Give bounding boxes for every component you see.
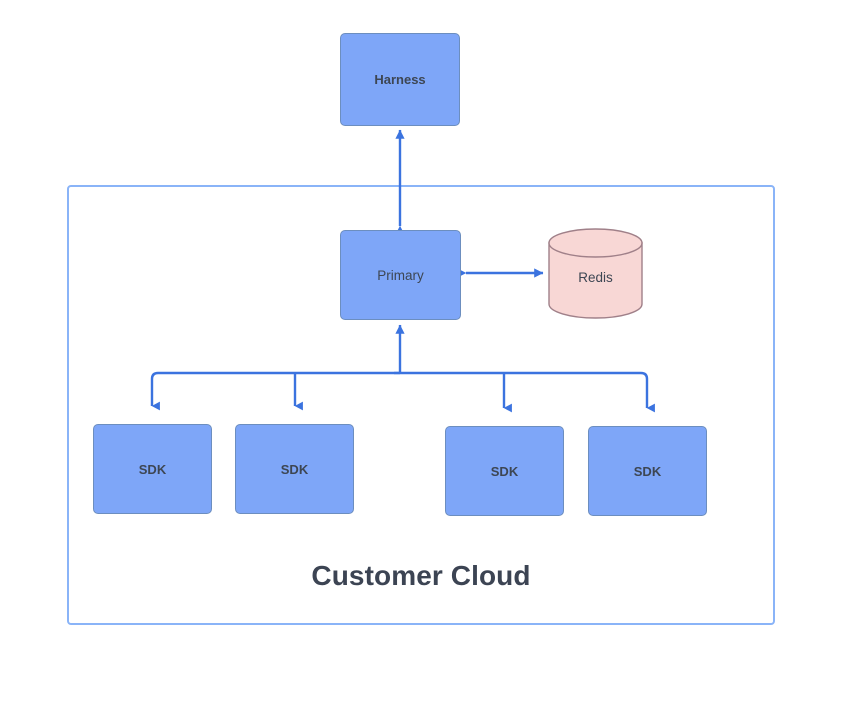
node-harness-label: Harness [374, 72, 426, 87]
cylinder-icon [548, 228, 643, 319]
node-sdk-3-label: SDK [490, 463, 519, 479]
node-sdk-4-label: SDK [633, 463, 662, 479]
node-redis-label: Redis [578, 270, 613, 285]
node-sdk-4[interactable]: SDK [588, 426, 707, 516]
node-sdk-3[interactable]: SDK [445, 426, 564, 516]
customer-cloud-container [67, 185, 775, 625]
node-harness[interactable]: Harness [340, 33, 460, 126]
node-sdk-1[interactable]: SDK [93, 424, 212, 514]
node-sdk-2[interactable]: SDK [235, 424, 354, 514]
node-sdk-1-label: SDK [138, 461, 167, 477]
node-primary-label: Primary [377, 267, 424, 283]
node-primary[interactable]: Primary [340, 230, 461, 320]
node-sdk-2-label: SDK [280, 461, 309, 477]
node-redis[interactable]: Redis [548, 228, 643, 319]
customer-cloud-title: Customer Cloud [311, 560, 531, 591]
